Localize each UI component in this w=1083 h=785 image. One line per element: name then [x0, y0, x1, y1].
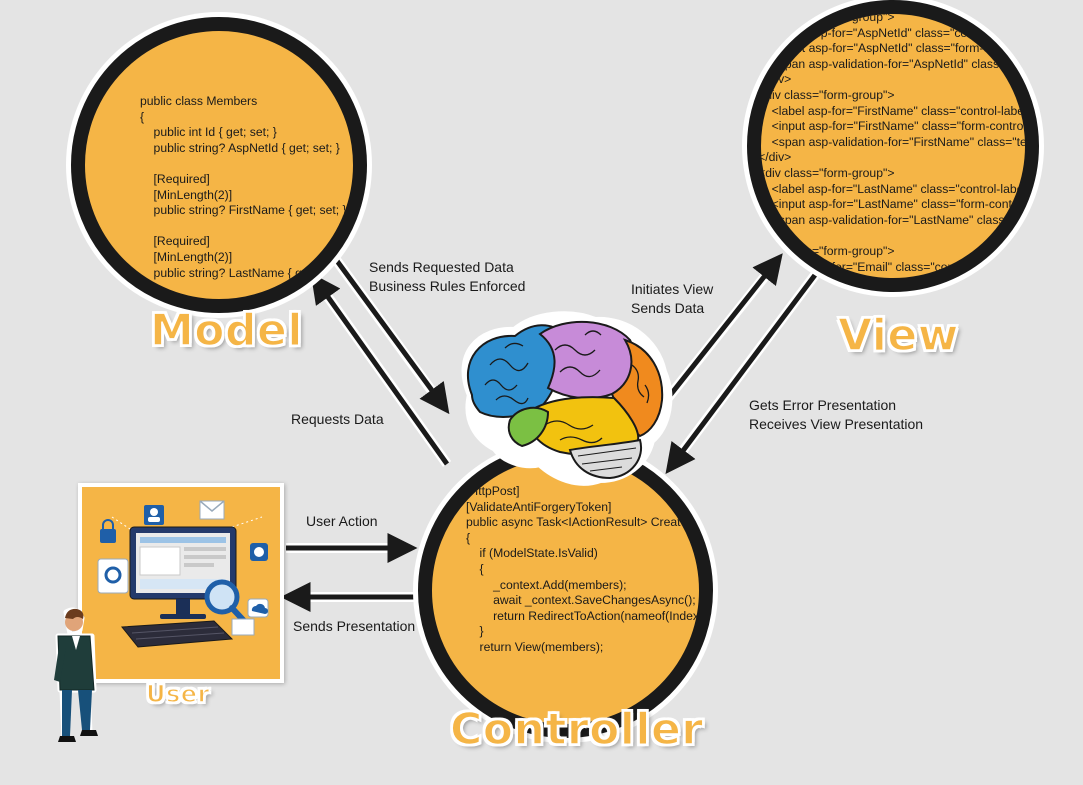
envelope-icon [199, 500, 225, 520]
code-line: [HttpPost] [466, 484, 520, 498]
code-line: return RedirectToAction(nameof(Index)); [466, 608, 711, 623]
view-code: <div class="form-group"> <label asp-for=… [747, 10, 1039, 275]
code-line: [MinLength(2)] [140, 249, 233, 264]
code-line: <label asp-for="FirstName" class="contro… [771, 103, 1039, 118]
label-sends-presentation: Sends Presentation [293, 618, 416, 634]
code-line: public int Id { get; set; } [140, 125, 277, 140]
label-user-action: User Action [306, 513, 378, 529]
code-line: </div> [758, 228, 792, 243]
code-line: </div> [758, 72, 792, 87]
code-line: <div class="form-group"> [747, 165, 895, 180]
code-line: _context.Add(members); [466, 577, 627, 592]
code-line: public class Members [140, 94, 258, 108]
code-line: if (ModelState.IsValid) [466, 546, 598, 561]
code-line: <input asp-for="LastName" class="form-co… [747, 197, 1039, 212]
code-line: <span asp-validation-for="LastName" clas… [771, 212, 1036, 227]
code-line: <div class="form-group"> [747, 243, 895, 258]
code-line: public string? AspNetId { get; set; } [140, 140, 340, 155]
user-title: User [145, 679, 210, 709]
code-line: <div class="form-group"> [747, 87, 895, 102]
controller-code: [HttpPost] [ValidateAntiForgeryToken] pu… [466, 484, 711, 656]
code-line: <label asp-for="Email" class="control-la… [771, 259, 1039, 274]
code-line: { [466, 530, 471, 545]
code-line: [Required] [140, 234, 210, 249]
keyboard-icon [121, 620, 234, 648]
code-line: <span asp-validation-for="AspNetId" clas… [771, 56, 1039, 71]
view-title: View [837, 309, 959, 362]
code-line: <input asp-for="FirstName" class="form-c… [747, 119, 1039, 134]
label-requests-data: Requests Data [291, 411, 384, 427]
code-line: [Required] [140, 171, 210, 186]
code-line: </div> [758, 150, 792, 165]
label-initiates-view: Initiates View Sends Data [631, 281, 714, 316]
magnifier-icon [204, 579, 249, 626]
code-line: <div class="form-group"> [747, 10, 895, 24]
user-illustration [97, 500, 269, 648]
code-line: [ValidateAntiForgeryToken] [466, 499, 612, 514]
model-title: Model [149, 304, 303, 357]
doc-icon [231, 618, 255, 636]
person-icon [144, 505, 164, 525]
code-line: public string? FirstName { get; set; } [140, 203, 347, 218]
code-line: await _context.SaveChangesAsync(); [466, 593, 696, 608]
code-line: <input asp-for="AspNetId" class="form-co… [747, 41, 1039, 56]
code-line: { [140, 109, 145, 124]
code-line: { [466, 561, 484, 576]
code-line: <label asp-for="LastName" class="control… [771, 181, 1038, 196]
controller-title: Controller [449, 703, 704, 756]
padlock-icon [100, 519, 116, 543]
label-sends-requested-data: Sends Requested Data Business Rules Enfo… [369, 259, 526, 294]
user-panel [78, 483, 284, 683]
code-line: <label asp-for="AspNetId" class="control… [771, 25, 1039, 40]
code-line: [MinLength(2)] [140, 187, 233, 202]
card-icon [97, 558, 129, 594]
code-line: <span asp-validation-for="FirstName" cla… [771, 134, 1037, 149]
model-code: public class Members { public int Id { g… [140, 94, 347, 281]
code-line: } [466, 624, 484, 639]
code-line: public async Task<IActionResult> Create(… [466, 515, 709, 530]
code-line: public string? LastName { get; set; } [140, 265, 346, 280]
code-line: return View(members); [466, 639, 604, 654]
label-gets-error-presentation: Gets Error Presentation Receives View Pr… [749, 397, 924, 432]
